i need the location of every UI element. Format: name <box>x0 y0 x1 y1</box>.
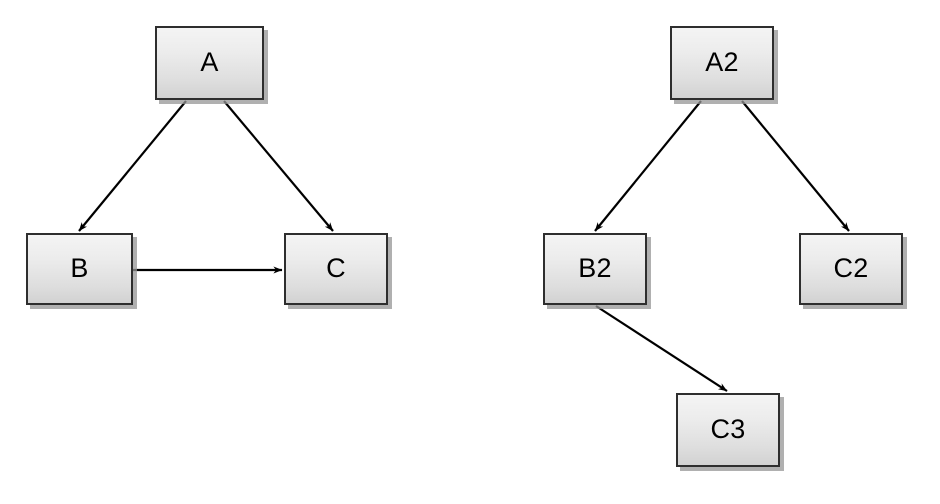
node-b[interactable]: B <box>26 233 133 305</box>
edge-B2-to-C3 <box>595 305 728 392</box>
node-c[interactable]: C <box>284 233 388 305</box>
edge-A2-to-C2 <box>741 100 850 232</box>
node-c3[interactable]: C3 <box>676 393 780 467</box>
edge-A-to-C <box>223 100 334 232</box>
node-label-c3: C3 <box>710 413 746 444</box>
node-label-c: C <box>326 252 346 283</box>
edge-A2-to-B2 <box>594 100 702 232</box>
edge-A-to-B <box>78 100 187 232</box>
node-label-a: A <box>200 46 219 77</box>
node-label-a2: A2 <box>705 46 739 77</box>
node-a2[interactable]: A2 <box>670 26 774 100</box>
node-label-c2: C2 <box>833 252 869 283</box>
node-label-b: B <box>70 252 89 283</box>
node-c2[interactable]: C2 <box>799 233 903 305</box>
node-a[interactable]: A <box>155 26 264 100</box>
node-label-b2: B2 <box>578 252 612 283</box>
node-b2[interactable]: B2 <box>543 233 647 305</box>
